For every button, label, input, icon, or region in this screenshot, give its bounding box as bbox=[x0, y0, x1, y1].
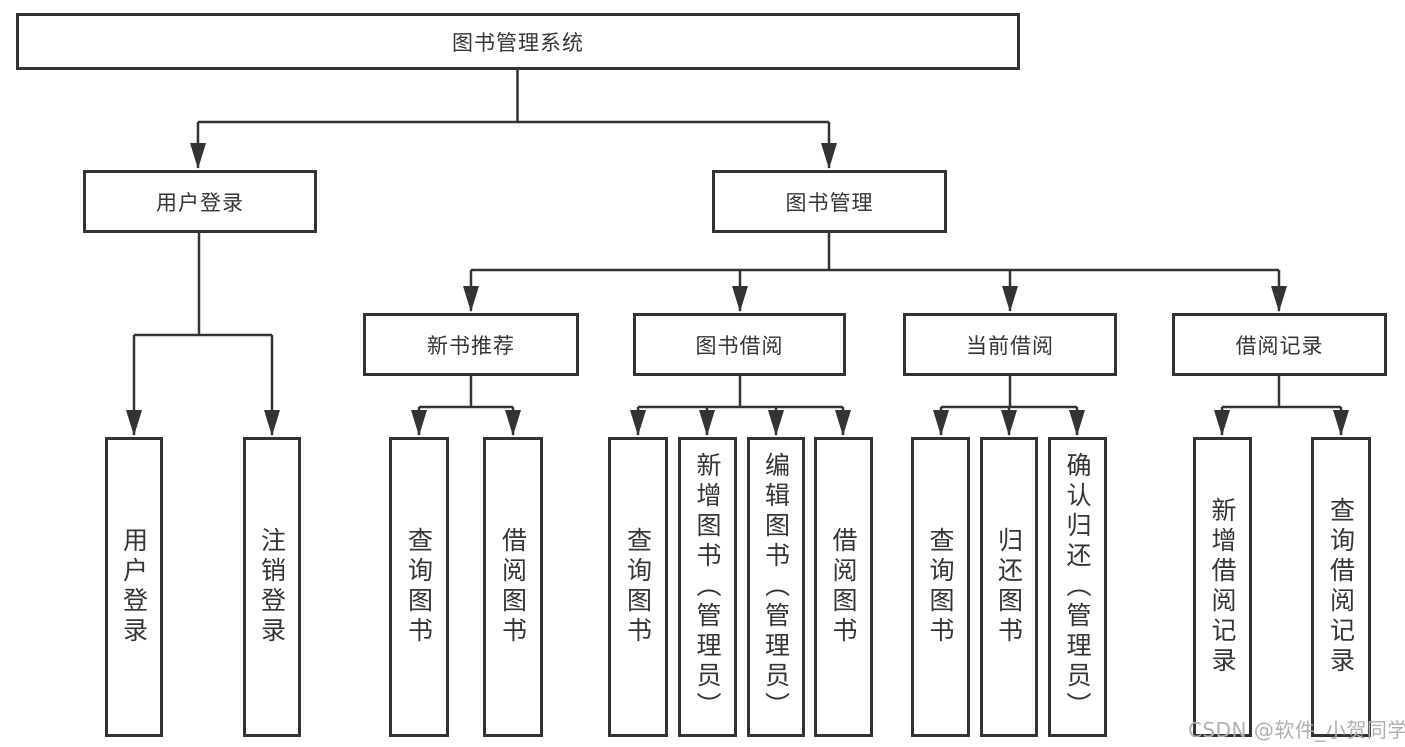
node-library-management-system: 图书管理系统 bbox=[16, 13, 1020, 70]
node-borrow-records: 借阅记录 bbox=[1172, 313, 1387, 376]
leaf-logout: 注销登录 bbox=[243, 437, 301, 737]
node-current-borrow: 当前借阅 bbox=[903, 313, 1117, 376]
leaf-query-borrow-record: 查询借阅记录 bbox=[1311, 437, 1371, 737]
leaf-borrow-books: 借阅图书 bbox=[814, 437, 873, 737]
node-user-login: 用户登录 bbox=[83, 170, 317, 233]
csdn-watermark: CSDN @软件_小贺同学 bbox=[1188, 718, 1405, 742]
leaf-query-books-recommend: 查询图书 bbox=[389, 437, 449, 737]
node-book-borrow: 图书借阅 bbox=[633, 313, 846, 376]
leaf-return-books: 归还图书 bbox=[980, 437, 1038, 737]
leaf-query-books-current: 查询图书 bbox=[911, 437, 970, 737]
leaf-borrow-books-recommend: 借阅图书 bbox=[483, 437, 543, 737]
leaf-query-books-borrow: 查询图书 bbox=[608, 437, 668, 737]
leaf-add-borrow-record: 新增借阅记录 bbox=[1193, 437, 1252, 737]
leaf-confirm-return-admin: 确认归还（管理员） bbox=[1048, 437, 1107, 737]
leaf-user-login: 用户登录 bbox=[105, 437, 163, 737]
node-book-management: 图书管理 bbox=[712, 170, 947, 233]
node-new-book-recommend: 新书推荐 bbox=[363, 313, 579, 376]
leaf-edit-books-admin: 编辑图书（管理员） bbox=[747, 437, 805, 737]
leaf-add-books-admin: 新增图书（管理员） bbox=[678, 437, 737, 737]
